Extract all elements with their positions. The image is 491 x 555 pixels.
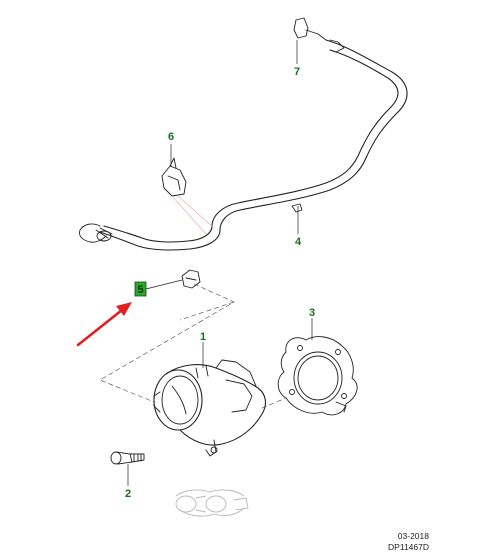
leader-lines [127,40,313,486]
ghost-reference-part [175,489,249,517]
callout-5-highlight-box [134,281,147,297]
callout-4[interactable]: 4 [295,236,302,248]
callout-2-label: 2 [125,488,131,500]
red-arrow-pointer-icon [76,302,132,347]
gasket-part-3 [277,336,358,416]
callout-1-label: 1 [200,331,206,343]
footer-date: 03-2018 [397,531,429,541]
callout-3-label: 3 [309,307,315,319]
callout-1[interactable]: 1 [200,331,206,343]
clip-part-5 [181,269,201,289]
bolt-part-2 [110,451,145,465]
callout-3[interactable]: 3 [309,307,315,319]
throttle-body-part-1 [153,359,267,457]
callout-5-highlighted[interactable]: 5 [134,281,147,297]
callout-2[interactable]: 2 [125,488,131,500]
callout-6[interactable]: 6 [168,131,174,143]
callout-7-label: 7 [294,66,300,78]
callout-5-label: 5 [137,284,143,296]
callout-7[interactable]: 7 [294,66,300,78]
footer-code: DP11467D [388,542,429,552]
connector-part-6 [161,157,215,235]
callout-4-label: 4 [295,236,302,248]
phantom-guide-lines [99,283,287,409]
callout-6-label: 6 [168,131,174,143]
harness-part-4 [79,17,408,251]
